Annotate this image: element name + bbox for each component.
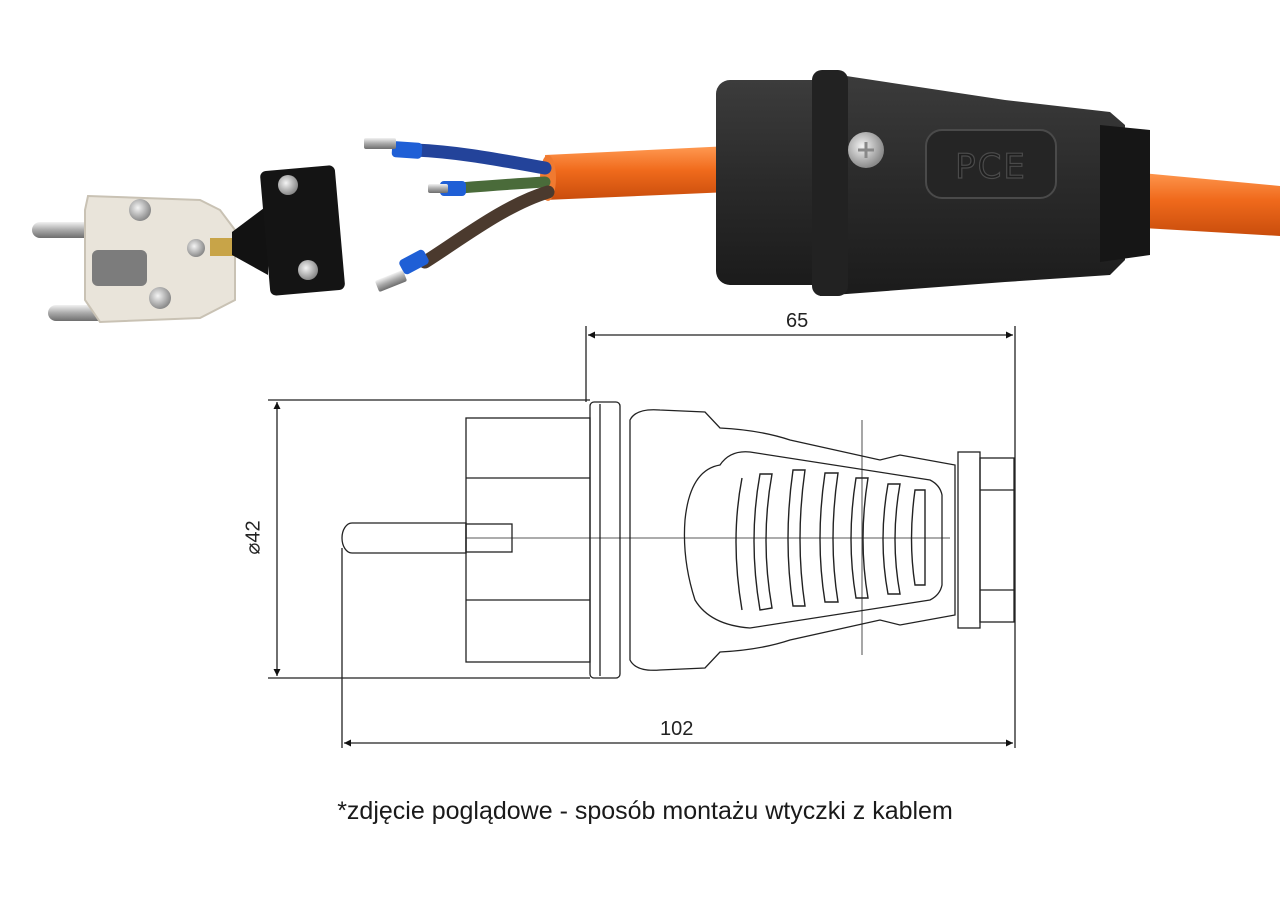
- dimension-label-diameter: ⌀42: [242, 520, 265, 555]
- brand-logo: PCE: [955, 147, 1027, 187]
- caption-text: *zdjęcie poglądowe - sposób montażu wtyc…: [337, 797, 953, 825]
- plug-housing: PCE: [716, 70, 1150, 296]
- wires: [364, 138, 555, 292]
- dimension-label-102: 102: [660, 718, 694, 740]
- plug-insert: [32, 194, 236, 324]
- dimension-label-65: 65: [786, 310, 809, 332]
- strain-relief-clamp: [232, 165, 345, 296]
